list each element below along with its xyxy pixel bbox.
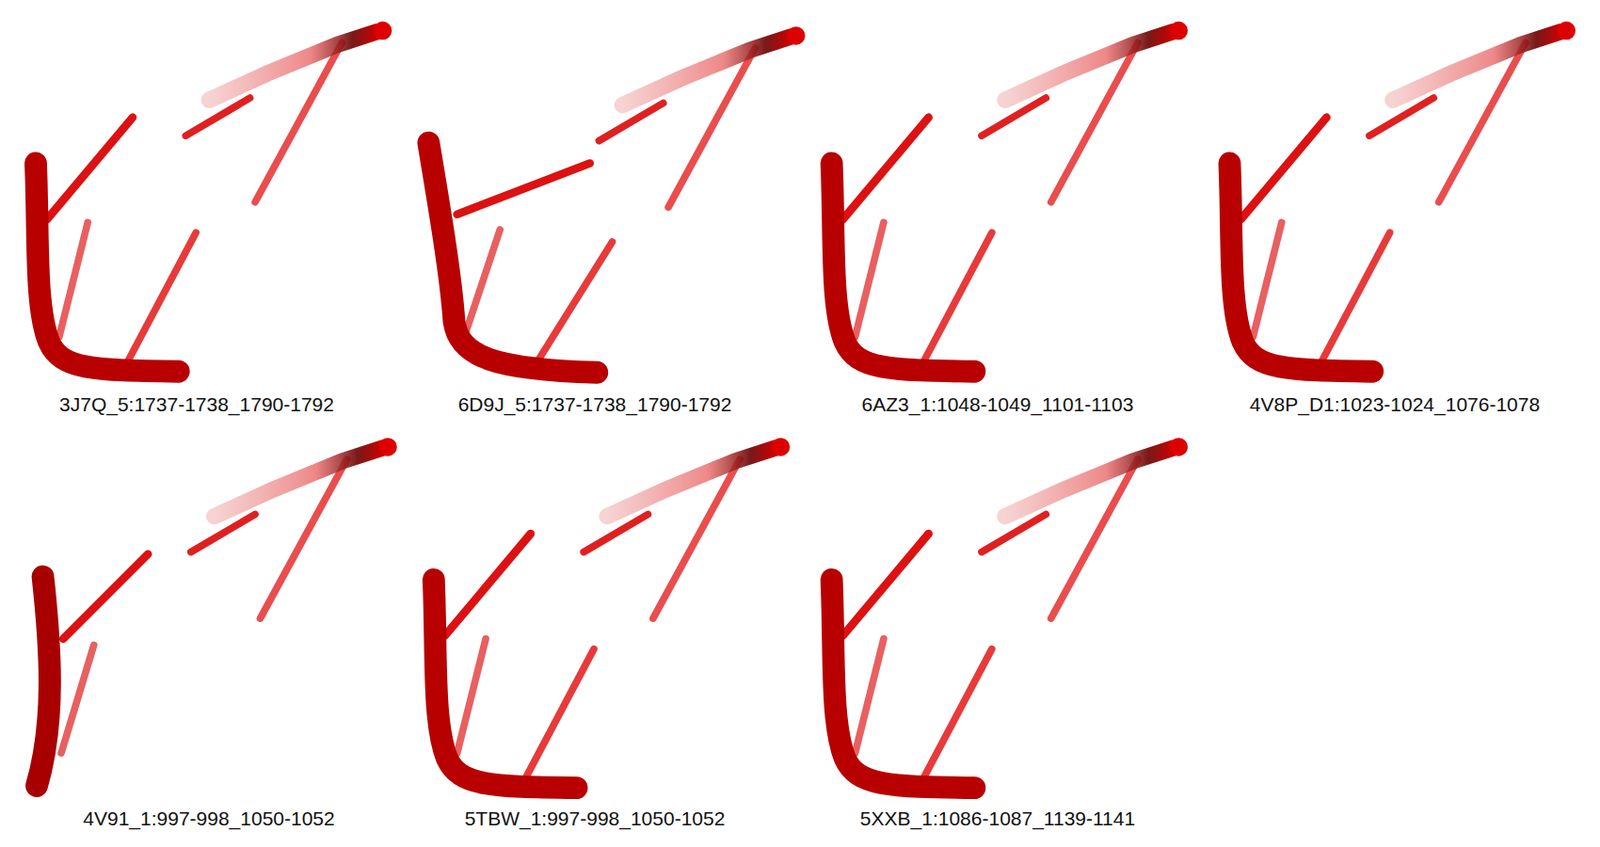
structure-id-label: 4V91_1:997-998_1050-1052 [82,807,335,831]
motif-panel [428,26,805,373]
structure-id-label: 6D9J_5:1737-1738_1790-1792 [458,393,733,416]
motif-panel [433,437,790,788]
structure-id-label: 5XXB_1:1086-1087_1139-1141 [860,807,1136,831]
motif-panel [1229,21,1576,372]
structure-id-label: 4V8P_D1:1023-1024_1076-1078 [1249,393,1540,416]
structure-id-label: 5TBW_1:997-998_1050-1052 [464,807,726,831]
structure-id-label: 3J7Q_5:1737-1738_1790-1792 [59,393,335,416]
motif-panel [832,21,1188,372]
structure-id-label: 6AZ3_1:1048-1049_1101-1103 [862,393,1135,416]
motif-panel [832,437,1188,788]
motif-panel [35,21,392,372]
motif-panel [36,437,398,786]
